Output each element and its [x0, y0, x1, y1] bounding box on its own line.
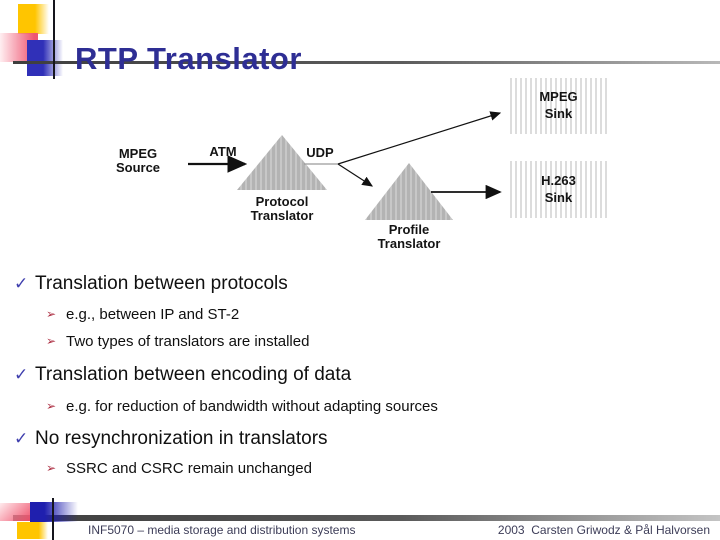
profile-translator-label: Profile Translator — [359, 222, 459, 252]
mpeg-sink-line2: Sink — [544, 106, 573, 121]
subbullet-text: e.g., between IP and ST-2 — [66, 306, 240, 323]
logo-blue-square — [27, 40, 63, 76]
protocol-translator-line1: Protocol — [255, 194, 309, 209]
udp-label: UDP — [306, 145, 334, 160]
protocol-translator-line2: Translator — [250, 208, 314, 224]
subbullet-text: e.g. for reduction of bandwidth without … — [66, 398, 438, 415]
mpeg-source-line2: Source — [115, 160, 161, 176]
protocol-translator-triangle — [237, 135, 327, 190]
mpeg-source-line1: MPEG — [118, 146, 158, 161]
subbullet-ip-st2: ➢ e.g., between IP and ST-2 — [46, 304, 239, 326]
footer-logo-yellow-square — [17, 522, 48, 539]
footer-logo-vertical-line — [52, 498, 54, 540]
subbullet-ssrc-csrc: ➢ SSRC and CSRC remain unchanged — [46, 458, 312, 480]
subbullet-text: Two types of translators are installed — [66, 333, 310, 350]
title-underline — [13, 61, 720, 64]
check-bullet-icon: ✓ — [14, 365, 29, 385]
footer-logo-pink-square — [0, 503, 33, 521]
check-bullet-icon: ✓ — [14, 274, 29, 294]
arrow-to-profile-translator — [337, 163, 374, 187]
mpeg-sink-line1: MPEG — [539, 89, 578, 105]
mpeg-sink-box: MPEG Sink — [510, 78, 607, 134]
logo-yellow-square — [18, 4, 49, 34]
arrow-to-mpeg-sink — [337, 111, 502, 165]
mpeg-source-label: MPEG Source — [95, 146, 181, 176]
subbullet-two-types: ➢ Two types of translators are installed — [46, 331, 309, 353]
h263-sink-line1: H.263 — [541, 172, 576, 188]
arrow-bullet-icon: ➢ — [46, 334, 57, 348]
profile-translator-line1: Profile — [388, 222, 430, 237]
h263-sink-line2: Sink — [544, 189, 573, 205]
atm-label: ATM — [209, 144, 237, 159]
protocol-translator-label: Protocol Translator — [232, 194, 332, 224]
bullet-translation-protocols: ✓ Translation between protocols — [14, 272, 288, 296]
bullet-text: Translation between encoding of data — [35, 364, 352, 385]
page-title: RTP Translator — [75, 40, 302, 76]
bullet-text: Translation between protocols — [35, 273, 288, 294]
subbullet-text: SSRC and CSRC remain unchanged — [66, 460, 312, 477]
logo-vertical-line — [53, 0, 55, 79]
arrow-bullet-icon: ➢ — [46, 461, 57, 475]
arrow-bullet-icon: ➢ — [46, 399, 57, 413]
subbullet-bandwidth-reduction: ➢ e.g. for reduction of bandwidth without… — [46, 396, 438, 418]
bullet-no-resynchronization: ✓ No resynchronization in translators — [14, 427, 328, 451]
footer-logo-blue-square — [30, 502, 78, 522]
rtp-translator-diagram — [188, 111, 502, 220]
check-bullet-icon: ✓ — [14, 429, 29, 449]
bullet-text: No resynchronization in translators — [35, 428, 328, 449]
arrow-bullet-icon: ➢ — [46, 307, 57, 321]
profile-translator-triangle — [365, 163, 453, 220]
bullet-translation-encoding: ✓ Translation between encoding of data — [14, 363, 351, 387]
profile-translator-line2: Translator — [377, 236, 441, 252]
footer-course-label: INF5070 – media storage and distribution… — [88, 523, 356, 537]
h263-sink-box: H.263 Sink — [510, 161, 607, 218]
footer-rule — [13, 515, 720, 521]
footer-credits-label: 2003 Carsten Griwodz & Pål Halvorsen — [497, 523, 710, 537]
